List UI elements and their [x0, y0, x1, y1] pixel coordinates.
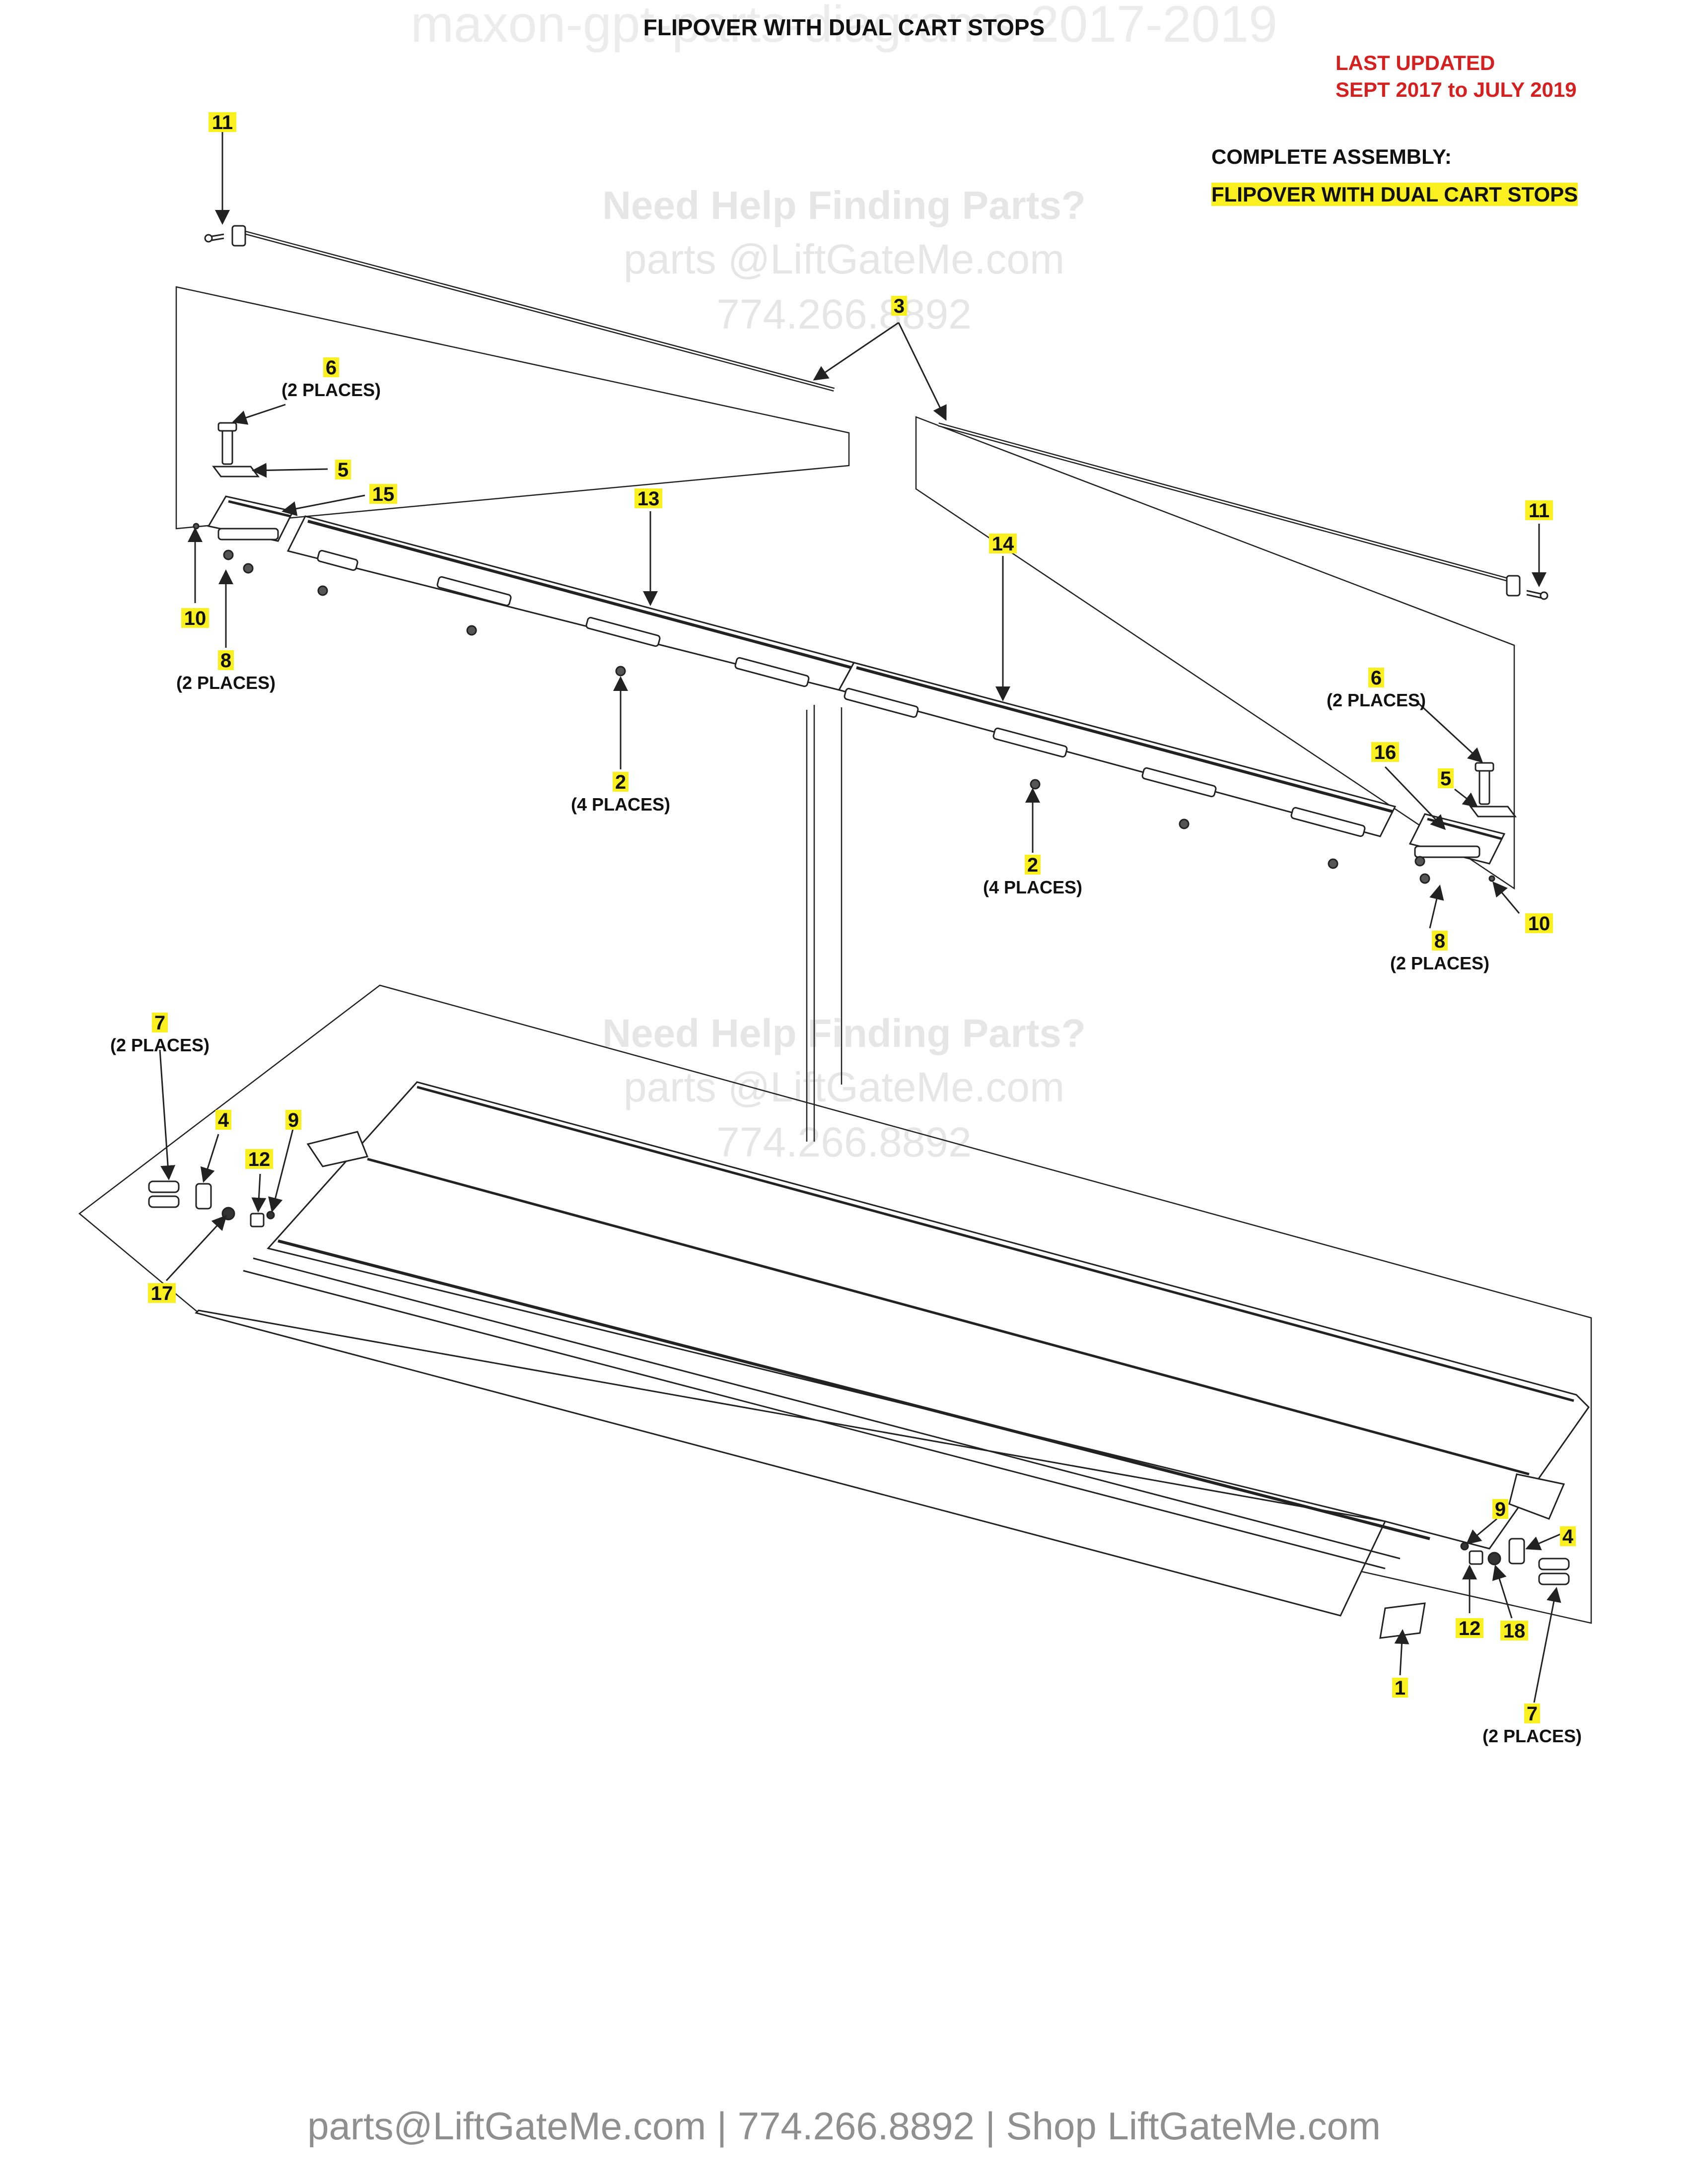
svg-text:2: 2	[1027, 854, 1038, 876]
svg-text:18: 18	[1503, 1620, 1526, 1642]
plane-left-rod	[175, 286, 850, 530]
svg-text:10: 10	[184, 608, 207, 629]
assembly-info: COMPLETE ASSEMBLY: FLIPOVER WITH DUAL CA…	[1211, 138, 1578, 213]
svg-text:(2 PLACES): (2 PLACES)	[1390, 953, 1489, 973]
callout-15: 15	[369, 483, 397, 505]
diagram-title: FLIPOVER WITH DUAL CART STOPS	[643, 14, 1045, 40]
callout-2-right: 2 (4 PLACES)	[983, 854, 1082, 897]
callout-11-right: 11	[1525, 500, 1553, 522]
svg-text:8: 8	[220, 650, 231, 672]
watermark-email: parts @LiftGateMe.com	[623, 1064, 1065, 1110]
callout-1: 1	[1392, 1677, 1408, 1699]
hinge-rod-left	[204, 225, 835, 392]
svg-text:(2 PLACES): (2 PLACES)	[281, 380, 381, 400]
callout-4-left: 4	[215, 1109, 231, 1131]
svg-text:11: 11	[1529, 500, 1549, 522]
hinge-plate-16	[1408, 813, 1506, 865]
callout-8-right: 8 (2 PLACES)	[1390, 930, 1489, 973]
callout-18: 18	[1500, 1620, 1528, 1642]
hinge-knuckles	[317, 549, 1366, 837]
callout-7-right: 7 (2 PLACES)	[1482, 1703, 1582, 1746]
watermark-help-1: Need Help Finding Parts? parts @LiftGate…	[0, 183, 1688, 339]
watermark-help-2: Need Help Finding Parts? parts @LiftGate…	[0, 1011, 1688, 1166]
svg-text:5: 5	[338, 459, 349, 481]
callout-7-left: 7 (2 PLACES)	[110, 1012, 210, 1055]
svg-text:13: 13	[637, 488, 660, 510]
callout-14: 14	[989, 533, 1017, 555]
svg-text:12: 12	[248, 1149, 271, 1170]
svg-text:2: 2	[615, 771, 626, 793]
callout-4-right: 4	[1560, 1526, 1576, 1548]
svg-text:17: 17	[151, 1283, 173, 1304]
svg-text:15: 15	[372, 483, 395, 505]
svg-text:12: 12	[1459, 1618, 1481, 1639]
svg-text:(2 PLACES): (2 PLACES)	[176, 673, 276, 693]
svg-text:4: 4	[218, 1109, 229, 1131]
assembly-name: FLIPOVER WITH DUAL CART STOPS	[1211, 183, 1578, 206]
svg-text:(4 PLACES): (4 PLACES)	[571, 794, 670, 815]
hinge-plate-13	[286, 515, 855, 691]
callouts: 11 3 6 (2 PLACES) 5 15 13 10 8	[110, 112, 1582, 1746]
svg-text:5: 5	[1440, 768, 1451, 790]
callout-9-left: 9	[285, 1109, 301, 1131]
callout-8-left: 8 (2 PLACES)	[176, 650, 276, 693]
last-updated: LAST UPDATED SEPT 2017 to JULY 2019	[1336, 50, 1577, 103]
assembly-label: COMPLETE ASSEMBLY:	[1211, 145, 1452, 168]
svg-text:11: 11	[212, 112, 233, 134]
footer-contact: parts@LiftGateMe.com | 774.266.8892 | Sh…	[307, 2104, 1381, 2148]
svg-text:16: 16	[1374, 742, 1397, 763]
svg-text:6: 6	[1371, 667, 1382, 689]
svg-text:7: 7	[154, 1012, 165, 1034]
callout-16: 16	[1371, 742, 1399, 763]
svg-text:6: 6	[326, 357, 337, 379]
svg-text:(2 PLACES): (2 PLACES)	[1327, 690, 1426, 710]
platform-hardware	[148, 1180, 1570, 1639]
svg-text:8: 8	[1434, 930, 1445, 952]
watermark-phone: 774.266.8892	[716, 291, 972, 338]
last-updated-range: SEPT 2017 to JULY 2019	[1336, 78, 1577, 101]
watermark-email: parts @LiftGateMe.com	[623, 236, 1065, 282]
hinge-plate-15	[207, 495, 294, 542]
svg-text:1: 1	[1395, 1677, 1406, 1699]
callout-6-left: 6 (2 PLACES)	[281, 357, 381, 400]
watermark-top: maxon-gpt-parts-diagrams 2017-2019	[411, 0, 1277, 53]
watermark-phone: 774.266.8892	[716, 1119, 972, 1165]
leader-lines	[159, 130, 1562, 1703]
callout-12-right: 12	[1456, 1618, 1483, 1639]
watermark-headline: Need Help Finding Parts?	[602, 183, 1086, 227]
svg-text:4: 4	[1562, 1526, 1574, 1548]
svg-text:14: 14	[992, 533, 1014, 555]
last-updated-label: LAST UPDATED	[1336, 51, 1495, 74]
svg-text:(2 PLACES): (2 PLACES)	[1482, 1726, 1582, 1746]
plane-link-left	[806, 705, 815, 1142]
watermark-headline: Need Help Finding Parts?	[602, 1011, 1086, 1055]
callout-10-right: 10	[1525, 913, 1553, 935]
callout-17: 17	[148, 1283, 176, 1304]
svg-text:9: 9	[288, 1109, 299, 1131]
plane-right-rod	[915, 416, 1515, 890]
platform	[195, 1081, 1590, 1617]
svg-text:9: 9	[1495, 1499, 1506, 1520]
callout-5-left: 5	[335, 459, 351, 481]
callout-3: 3	[891, 295, 907, 317]
callout-6-right: 6 (2 PLACES)	[1327, 667, 1426, 710]
callout-9-right: 9	[1492, 1499, 1508, 1520]
svg-text:(4 PLACES): (4 PLACES)	[983, 877, 1082, 897]
svg-text:10: 10	[1528, 913, 1550, 935]
svg-text:7: 7	[1527, 1703, 1538, 1725]
callout-13: 13	[634, 488, 662, 510]
callout-12-left: 12	[245, 1149, 273, 1170]
callout-11-left: 11	[209, 112, 236, 134]
cart-stop-pins	[212, 422, 1517, 818]
callout-2-left: 2 (4 PLACES)	[571, 771, 670, 815]
hinge-rod-right	[937, 422, 1548, 600]
callout-10-left: 10	[181, 608, 209, 629]
svg-text:3: 3	[894, 295, 905, 317]
hinge-plate-14	[838, 662, 1397, 837]
small-fasteners	[193, 523, 1495, 884]
svg-text:(2 PLACES): (2 PLACES)	[110, 1035, 210, 1055]
callout-5-right: 5	[1438, 768, 1454, 790]
